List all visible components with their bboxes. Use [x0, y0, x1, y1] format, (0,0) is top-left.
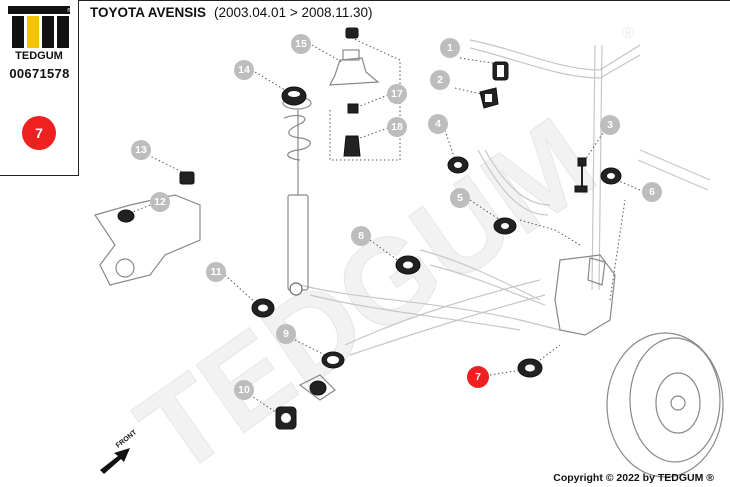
front-direction-arrow: FRONT [100, 429, 139, 474]
svg-text:2: 2 [437, 74, 443, 86]
callout-8[interactable]: 8 [351, 226, 371, 246]
svg-text:11: 11 [210, 266, 221, 278]
part-1-bush [492, 61, 509, 81]
selected-position-badge[interactable]: 7 [22, 116, 56, 150]
part-7-bush [517, 358, 543, 378]
callout-15[interactable]: 15 [291, 34, 311, 54]
part-13-bush [179, 171, 195, 185]
part-10-bush-clamp [275, 374, 336, 430]
part-16-bush [345, 27, 359, 39]
sidebar-panel: TEDGUM ® 00671578 7 [0, 0, 79, 176]
svg-text:10: 10 [238, 384, 250, 396]
svg-text:12: 12 [154, 196, 166, 208]
tedgum-logo: TEDGUM ® [8, 6, 70, 62]
callout-13[interactable]: 13 [131, 140, 151, 160]
vehicle-model: TOYOTA AVENSIS [90, 5, 207, 20]
part-4-bush [447, 156, 469, 174]
callout-11[interactable]: 11 [206, 262, 226, 282]
part-12-bush [117, 209, 135, 223]
part-14-spring-seat [281, 86, 307, 106]
watermark-text: TEDGUM [115, 92, 618, 487]
svg-text:13: 13 [135, 144, 147, 156]
callout-17[interactable]: 17 [387, 84, 407, 104]
part-8-bush [395, 255, 421, 275]
part-9-washer [321, 351, 345, 369]
callout-5[interactable]: 5 [450, 188, 470, 208]
svg-text:17: 17 [391, 88, 403, 100]
callout-18[interactable]: 18 [387, 117, 407, 137]
svg-text:14: 14 [238, 64, 250, 76]
svg-text:7: 7 [475, 371, 481, 383]
svg-text:6: 6 [649, 186, 655, 198]
callout-7[interactable]: 7 [467, 366, 489, 388]
callout-16[interactable]: 16 [346, 5, 358, 17]
svg-text:16: 16 [346, 5, 358, 17]
svg-text:8: 8 [358, 230, 364, 242]
svg-text:®: ® [67, 7, 70, 14]
svg-text:4: 4 [435, 118, 441, 130]
part-number: 00671578 [9, 66, 70, 81]
svg-text:3: 3 [607, 119, 613, 131]
svg-text:5: 5 [457, 192, 463, 204]
svg-text:9: 9 [283, 328, 289, 340]
svg-text:18: 18 [391, 121, 403, 133]
part-6-bush [600, 167, 622, 185]
svg-text:15: 15 [295, 38, 307, 50]
callout-6[interactable]: 6 [642, 182, 662, 202]
part-17-nut [347, 103, 359, 114]
svg-text:TEDGUM: TEDGUM [15, 50, 63, 62]
part-2-bracket [479, 87, 499, 109]
part-5-bush [493, 217, 517, 235]
part-18-bump-stop [343, 135, 361, 157]
part-3-link [574, 157, 588, 193]
watermark-mark: ® [622, 25, 634, 42]
svg-text:1: 1 [447, 42, 453, 54]
callout-10[interactable]: 10 [234, 380, 254, 400]
callout-4[interactable]: 4 [428, 114, 448, 134]
callout-1[interactable]: 1 [440, 38, 460, 58]
front-label: FRONT [115, 429, 139, 450]
callout-3[interactable]: 3 [600, 115, 620, 135]
callout-2[interactable]: 2 [430, 70, 450, 90]
vehicle-date-range: (2003.04.01 > 2008.11.30) [214, 5, 373, 20]
callout-14[interactable]: 14 [234, 60, 254, 80]
callout-9[interactable]: 9 [276, 324, 296, 344]
copyright-notice: Copyright © 2022 by TEDGUM ® [553, 472, 714, 484]
vehicle-title: TOYOTA AVENSIS (2003.04.01 > 2008.11.30) [90, 5, 373, 20]
part-11-bush [251, 298, 275, 318]
callout-12[interactable]: 12 [150, 192, 170, 212]
header-divider [79, 0, 730, 1]
